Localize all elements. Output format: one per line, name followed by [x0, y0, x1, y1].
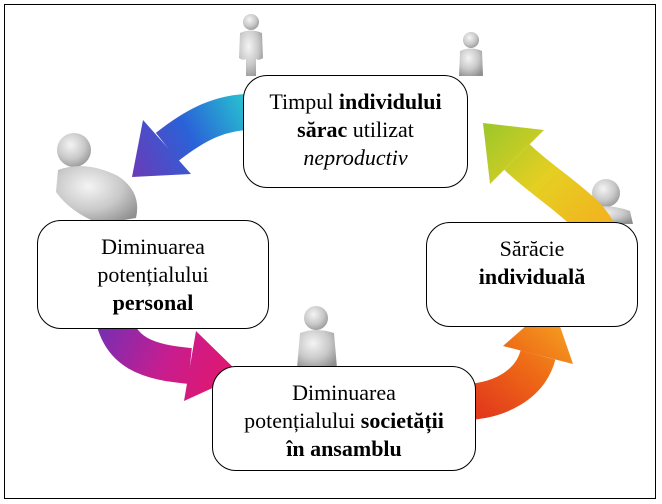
step-text-italic: neproductiv: [303, 145, 408, 170]
step-text: potențialului: [244, 408, 356, 433]
cycle-step-individual-poverty: Sărăcie individuală: [426, 222, 638, 327]
person-figure: [459, 32, 483, 76]
step-text-bold: societății: [360, 408, 444, 433]
cycle-step-personal-potential: Diminuarea potențialului personal: [37, 220, 269, 329]
figure-frame: [4, 4, 656, 499]
cycle-step-society-potential: Diminuarea potențialului societății în a…: [212, 366, 476, 471]
arrow-shaft: [466, 349, 556, 420]
person-body: [297, 330, 337, 368]
person-body: [459, 48, 483, 76]
step-text: Diminuarea: [101, 234, 205, 259]
step-text: Sărăcie: [499, 236, 565, 261]
step-text-bold: individului: [338, 89, 442, 114]
arrow-head: [132, 120, 191, 177]
person-figure: [239, 14, 263, 76]
person-head: [57, 133, 91, 167]
step-text: Timpul: [269, 89, 334, 114]
person-figure: [56, 133, 138, 224]
cycle-step-individual-time: Timpul individului sărac utilizat neprod…: [243, 75, 468, 188]
step-line: potențialului societății: [213, 407, 475, 435]
person-head: [243, 14, 259, 30]
step-line: sărac utilizat: [244, 116, 467, 144]
step-text: utilizat: [352, 117, 414, 142]
step-line: Sărăcie: [427, 235, 637, 263]
step-line: Diminuarea: [213, 379, 475, 407]
arrow-time-to-personal-potential: [132, 93, 259, 177]
step-line: în ansamblu: [213, 435, 475, 463]
step-line: Diminuarea: [38, 233, 268, 261]
arrow-head: [184, 331, 241, 401]
step-line: personal: [38, 289, 268, 317]
step-text: potențialului: [97, 262, 209, 287]
person-head: [592, 179, 620, 207]
person-head: [463, 32, 479, 48]
step-line: potențialului: [38, 261, 268, 289]
step-text-bold: individuală: [478, 264, 586, 289]
step-line: individuală: [427, 263, 637, 291]
step-text: Diminuarea: [292, 380, 396, 405]
arrow-head: [483, 123, 544, 184]
person-head: [304, 306, 328, 330]
person-figure: [297, 306, 337, 368]
step-text-bold: personal: [112, 290, 194, 315]
person-body: [239, 30, 263, 76]
step-line: neproductiv: [244, 144, 467, 172]
person-body: [56, 166, 138, 224]
step-text-bold: în ansamblu: [286, 436, 402, 461]
step-text-bold: sărac: [297, 117, 348, 142]
step-line: Timpul individului: [244, 88, 467, 116]
